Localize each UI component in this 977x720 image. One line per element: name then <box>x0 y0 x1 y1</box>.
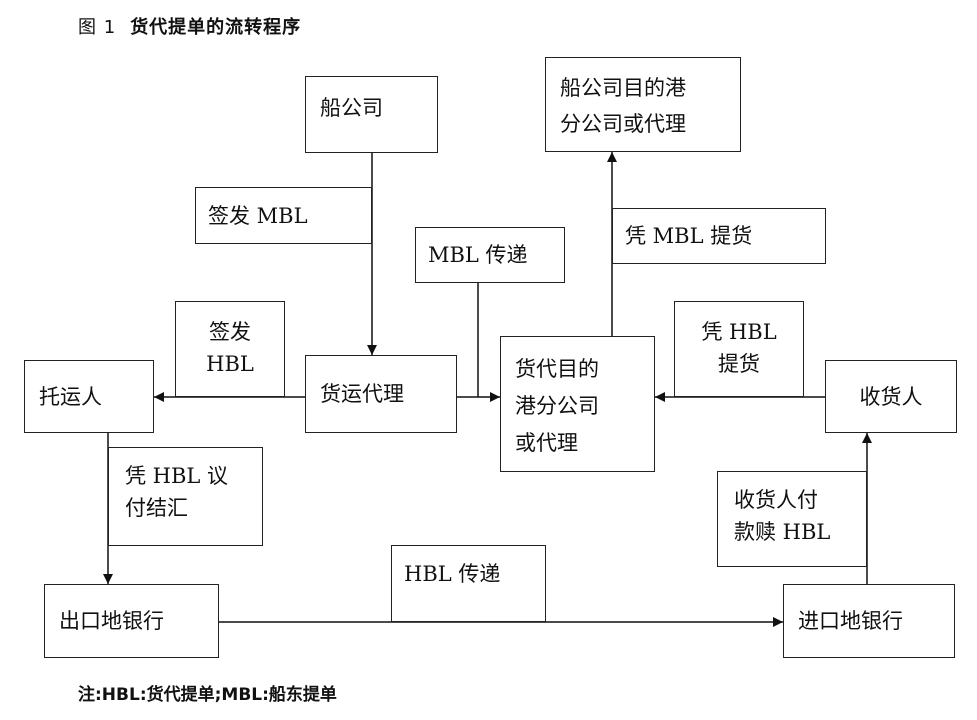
node-shipping-company: 船公司 <box>305 76 438 153</box>
label-mbl-transfer-text: MBL 传递 <box>428 243 528 267</box>
node-import-bank-label: 进口地银行 <box>798 609 903 633</box>
node-import-bank: 进口地银行 <box>783 584 955 658</box>
label-hbl-transfer-text: HBL 传递 <box>404 562 501 586</box>
figure-number: 图 1 <box>78 17 117 38</box>
node-forwarder-label: 货运代理 <box>320 382 404 406</box>
label-pickup-hbl: 凭 HBL 提货 <box>674 301 804 397</box>
node-shipping-company-label: 船公司 <box>320 96 383 120</box>
label-hbl-transfer: HBL 传递 <box>391 545 546 622</box>
label-pickup-mbl: 凭 MBL 提货 <box>612 208 826 264</box>
node-consignee: 收货人 <box>825 360 957 433</box>
label-issue-mbl-text: 签发 MBL <box>208 203 308 228</box>
node-shipper: 托运人 <box>24 360 154 433</box>
label-issue-hbl: 签发 HBL <box>175 301 285 397</box>
node-export-bank: 出口地银行 <box>44 584 219 658</box>
node-forwarder: 货运代理 <box>305 355 457 433</box>
node-dest-agent: 船公司目的港 分公司或代理 <box>545 57 741 152</box>
node-consignee-label: 收货人 <box>859 384 923 409</box>
label-negotiate-hbl: 凭 HBL 议 付结汇 <box>108 447 263 546</box>
figure-note: 注:HBL:货代提单;MBL:船东提单 <box>78 685 337 705</box>
figure-caption: 图 1 货代提单的流转程序 <box>78 13 301 39</box>
label-consignee-pay: 收货人付 款赎 HBL <box>717 471 867 567</box>
label-mbl-transfer: MBL 传递 <box>415 227 565 283</box>
node-export-bank-label: 出口地银行 <box>59 609 164 633</box>
node-shipper-label: 托运人 <box>39 384 102 409</box>
node-forwarder-dest-agent: 货代目的 港分公司 或代理 <box>500 336 655 472</box>
label-issue-mbl: 签发 MBL <box>195 187 372 244</box>
figure-title: 货代提单的流转程序 <box>130 17 302 38</box>
label-pickup-mbl-text: 凭 MBL 提货 <box>625 224 753 248</box>
